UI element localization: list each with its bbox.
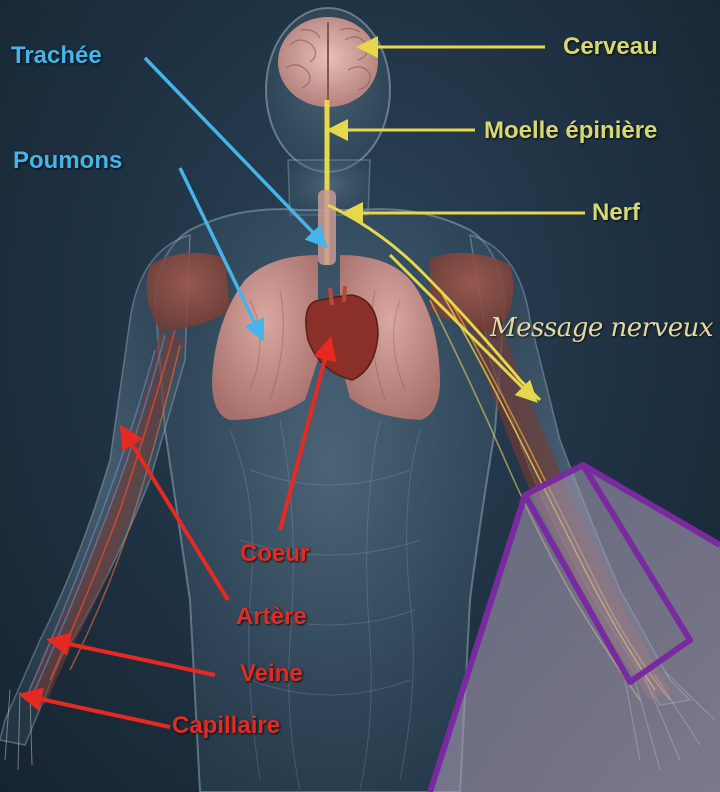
arrow-veine: [50, 640, 215, 675]
left-arm-vessels: [25, 330, 185, 705]
label-trachee: Trachée: [11, 42, 102, 70]
label-cerveau: Cerveau: [563, 33, 658, 61]
arrow-capillaire: [22, 695, 170, 727]
brain: [278, 17, 378, 107]
label-veine: Veine: [240, 660, 303, 688]
label-message: Message nerveux: [490, 313, 713, 343]
label-coeur: Coeur: [240, 540, 309, 568]
label-nerf: Nerf: [592, 199, 640, 227]
label-poumons: Poumons: [13, 147, 122, 175]
label-moelle: Moelle épinière: [484, 117, 657, 145]
label-capillaire: Capillaire: [172, 712, 280, 740]
label-artere: Artère: [236, 603, 307, 631]
trachea: [318, 190, 336, 265]
